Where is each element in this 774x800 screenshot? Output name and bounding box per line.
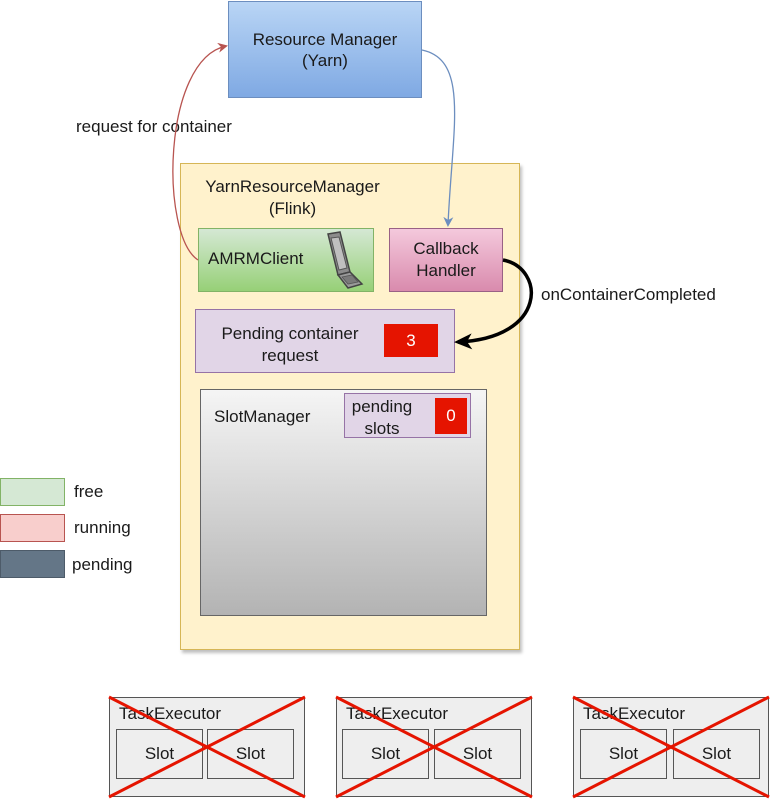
- pending-container-request-label: Pending container request: [205, 323, 375, 367]
- pending-slots-label: pending slots: [346, 396, 418, 440]
- yarn-resource-manager-title: YarnResourceManager (Flink): [190, 176, 395, 220]
- task-executor-2-label: TaskExecutor: [346, 704, 449, 723]
- pending-container-request-label-line2: request: [261, 346, 319, 365]
- task-executor-2-cross: [335, 695, 533, 799]
- resource-manager-title: Resource Manager: [252, 29, 398, 49]
- legend-pending-label: pending: [72, 555, 133, 574]
- callback-handler-subtitle: Handler: [416, 261, 476, 280]
- legend-running-label: running: [74, 518, 131, 537]
- pending-slots-label-line2: slots: [364, 419, 400, 438]
- amrm-client-label: AMRMClient: [208, 249, 304, 268]
- resource-manager-node[interactable]: Resource Manager (Yarn): [228, 1, 422, 98]
- task-executor-1-label: TaskExecutor: [119, 704, 222, 723]
- pending-container-count-badge: 3: [384, 324, 438, 357]
- task-executor-3-label: TaskExecutor: [583, 704, 686, 723]
- legend-free-swatch: [0, 478, 65, 506]
- legend-free-label: free: [74, 482, 104, 501]
- request-for-container-arrow: [172, 42, 228, 261]
- yarn-resource-manager-title-line1: YarnResourceManager: [205, 177, 380, 196]
- slot-manager-label: SlotManager: [214, 407, 311, 426]
- callback-handler-title: Callback: [413, 239, 479, 258]
- on-container-completed-arrow: [454, 258, 533, 350]
- callback-arrow: [421, 49, 456, 227]
- yarn-resource-manager-title-line2: (Flink): [268, 199, 317, 218]
- pending-slots-count-badge: 0: [435, 398, 467, 434]
- laptop-icon: [327, 231, 364, 289]
- legend-pending-swatch: [0, 550, 65, 578]
- legend-running-swatch: [0, 514, 65, 542]
- task-executor-1-cross: [108, 695, 306, 799]
- resource-manager-subtitle: (Yarn): [302, 50, 348, 70]
- task-executor-3-cross: [572, 695, 770, 799]
- pending-slots-label-line1: pending: [351, 397, 413, 416]
- pending-container-request-label-line1: Pending container: [221, 324, 359, 343]
- request-for-container-label: request for container: [76, 117, 232, 136]
- on-container-completed-label: onContainerCompleted: [541, 285, 716, 304]
- callback-handler-node[interactable]: Callback Handler: [389, 228, 503, 292]
